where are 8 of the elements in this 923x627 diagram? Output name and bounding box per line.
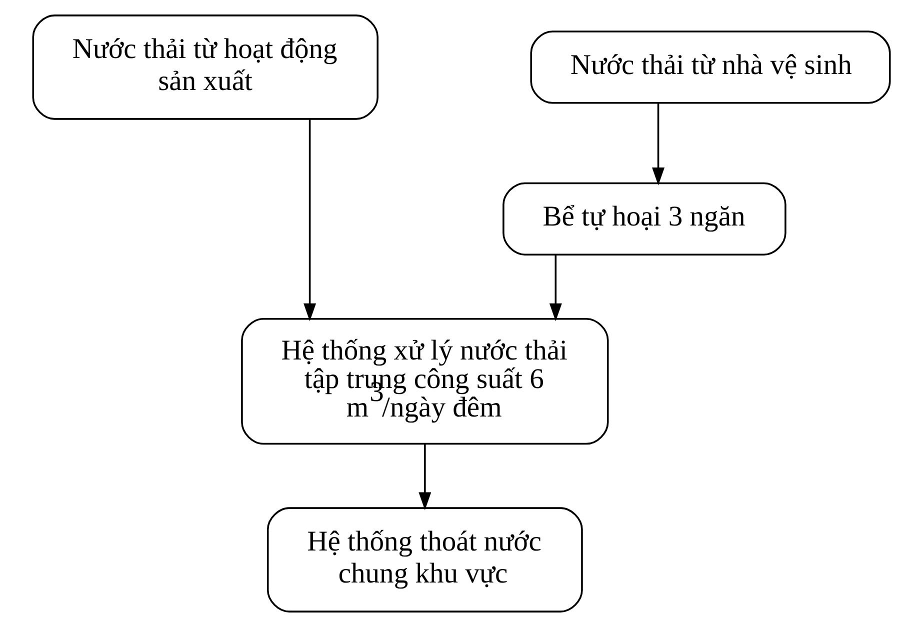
arrow (652, 103, 665, 186)
node-box: Bể tự hoại 3 ngăn (502, 182, 786, 256)
node-box: Nước thải từ nhà vệ sinh (530, 30, 891, 104)
node-box: Hệ thống thoát nước chung khu vực (266, 507, 583, 612)
arrow (418, 444, 432, 510)
node-box: Nước thải từ hoạt động sản xuất (32, 14, 378, 120)
arrow (304, 119, 316, 322)
arrow (549, 254, 562, 322)
